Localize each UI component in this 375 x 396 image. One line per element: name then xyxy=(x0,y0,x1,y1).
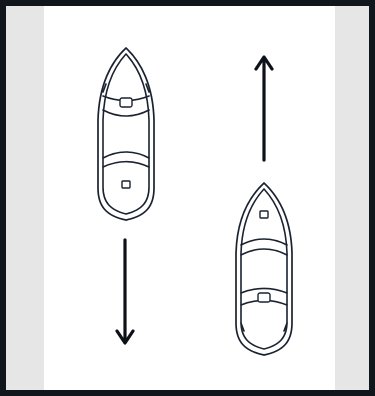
arrow-up-icon xyxy=(256,57,272,160)
boat-heading-up xyxy=(236,183,292,355)
arrow-down-icon xyxy=(117,240,133,343)
boat-heading-down xyxy=(98,48,154,220)
